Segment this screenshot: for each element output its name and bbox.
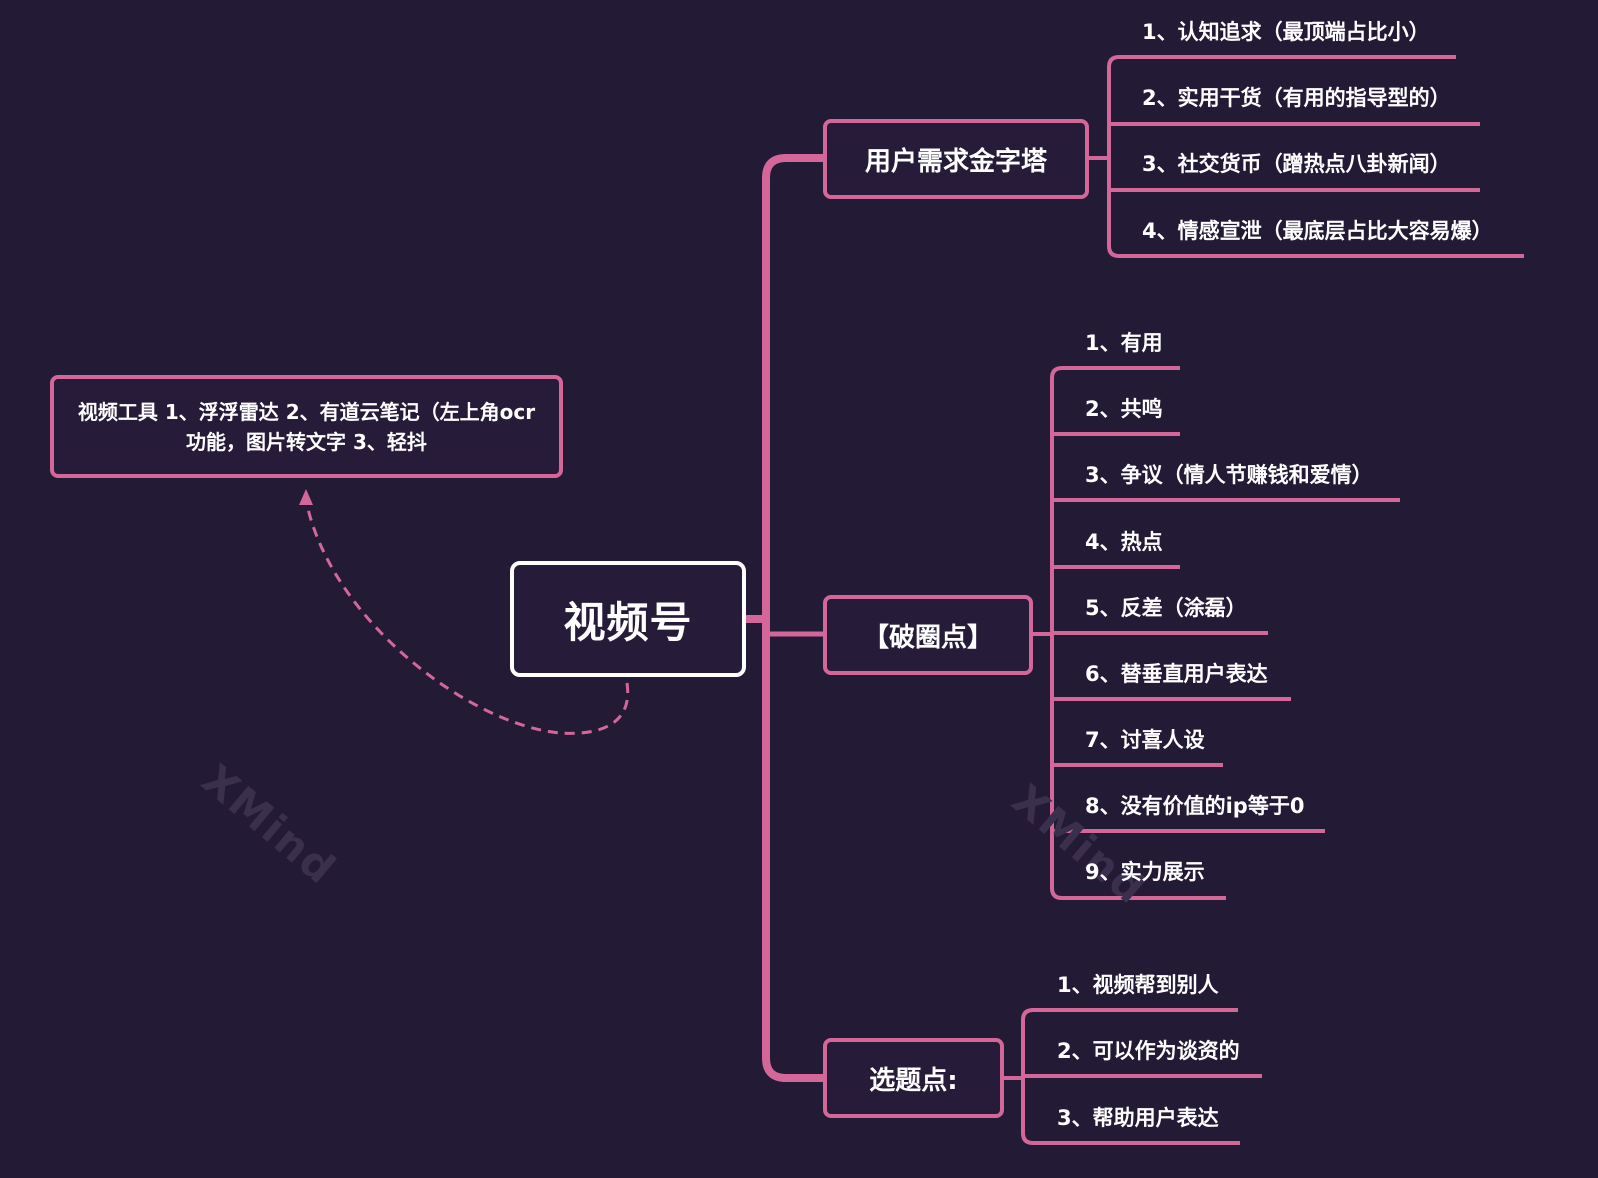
leaf-breakout-4[interactable]: 4、热点 <box>1085 530 1163 554</box>
relationship-arrow <box>304 499 630 735</box>
leaf-underline-0-0 <box>1107 55 1456 68</box>
note-text: 视频工具 1、浮浮雷达 2、有道云笔记（左上角ocr功能，图片转文字 3、轻抖 <box>77 399 536 454</box>
leaf-underline-1-0 <box>1050 366 1180 379</box>
central-topic-label: 视频号 <box>563 597 693 647</box>
leaf-breakout-8[interactable]: 8、没有价值的ip等于0 <box>1085 794 1305 818</box>
branch-label: 用户需求金字塔 <box>864 146 1047 177</box>
trunk-line <box>762 154 823 1082</box>
leaf-topic-1[interactable]: 1、视频帮到别人 <box>1057 973 1219 997</box>
leaf-breakout-2[interactable]: 2、共鸣 <box>1085 397 1163 421</box>
branch-label: 【破圈点】 <box>862 622 993 653</box>
leaf-user-needs-1[interactable]: 1、认知追求（最顶端占比小） <box>1142 20 1430 44</box>
leaf-breakout-3[interactable]: 3、争议（情人节赚钱和爱情） <box>1085 463 1373 487</box>
note-topic[interactable]: 视频工具 1、浮浮雷达 2、有道云笔记（左上角ocr功能，图片转文字 3、轻抖 <box>50 375 563 478</box>
leaf-underline-0-3 <box>1107 245 1524 258</box>
leaf-underline-1-8 <box>1050 887 1226 900</box>
leaf-user-needs-2[interactable]: 2、实用干货（有用的指导型的） <box>1142 86 1451 110</box>
branch-topic-selection[interactable]: 选题点: <box>823 1038 1004 1118</box>
leaf-breakout-6[interactable]: 6、替垂直用户表达 <box>1085 662 1268 686</box>
leaf-breakout-5[interactable]: 5、反差（涂磊） <box>1085 596 1247 620</box>
leaf-breakout-9[interactable]: 9、实力展示 <box>1085 860 1205 884</box>
branch-breakout-points[interactable]: 【破圈点】 <box>823 595 1033 675</box>
relationship-arrowhead <box>299 489 313 505</box>
branch-user-needs[interactable]: 用户需求金字塔 <box>823 119 1089 199</box>
central-topic[interactable]: 视频号 <box>510 561 746 677</box>
leaf-topic-2[interactable]: 2、可以作为谈资的 <box>1057 1039 1240 1063</box>
leaf-breakout-7[interactable]: 7、讨喜人设 <box>1085 728 1205 752</box>
leaf-user-needs-3[interactable]: 3、社交货币（蹭热点八卦新闻） <box>1142 152 1451 176</box>
leaf-topic-3[interactable]: 3、帮助用户表达 <box>1057 1106 1219 1130</box>
leaf-underline-2-2 <box>1021 1132 1240 1145</box>
leaf-user-needs-4[interactable]: 4、情感宣泄（最底层占比大容易爆） <box>1142 219 1493 243</box>
branch-label: 选题点: <box>869 1065 958 1096</box>
leaf-breakout-1[interactable]: 1、有用 <box>1085 331 1163 355</box>
leaf-underline-2-0 <box>1021 1008 1238 1021</box>
connector-lines <box>746 55 1524 1145</box>
